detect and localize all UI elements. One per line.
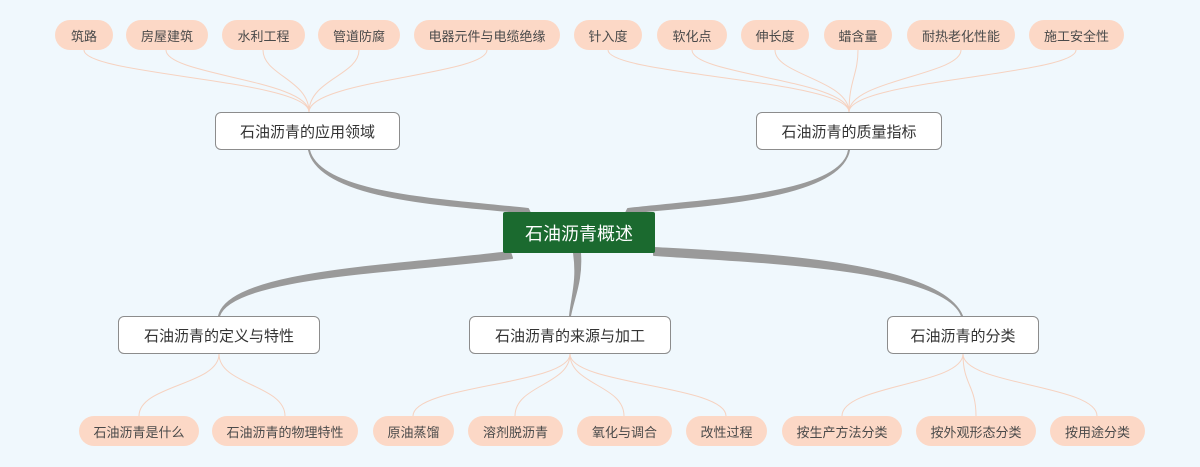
leaf-topic[interactable]: 按外观形态分类 <box>916 416 1036 446</box>
link-leaf <box>165 49 310 113</box>
leaf-topic[interactable]: 房屋建筑 <box>126 20 208 50</box>
leaf-topic[interactable]: 电器元件与电缆绝缘 <box>414 20 560 50</box>
link-leaf <box>218 353 286 417</box>
link-leaf <box>774 49 850 113</box>
branch-application[interactable]: 石油沥青的应用领域 <box>215 112 400 150</box>
link-root-definition <box>218 251 513 317</box>
leaf-topic[interactable]: 改性过程 <box>686 416 767 446</box>
root-topic[interactable]: 石油沥青概述 <box>503 212 655 253</box>
leaf-topic[interactable]: 针入度 <box>574 20 642 50</box>
link-leaf <box>83 49 310 113</box>
leaf-topic[interactable]: 石油沥青是什么 <box>79 416 199 446</box>
link-leaf <box>412 353 571 417</box>
leaf-topic[interactable]: 蜡含量 <box>824 20 892 50</box>
link-root-classification <box>653 247 963 317</box>
leaf-topic[interactable]: 筑路 <box>55 20 113 50</box>
branch-definition[interactable]: 石油沥青的定义与特性 <box>118 316 320 354</box>
leaf-topic[interactable]: 氧化与调合 <box>577 416 672 446</box>
link-leaf <box>848 49 859 113</box>
link-leaf <box>514 353 571 417</box>
branch-source[interactable]: 石油沥青的来源与加工 <box>469 316 671 354</box>
link-leaf <box>308 49 488 113</box>
leaf-topic[interactable]: 伸长度 <box>741 20 809 50</box>
link-leaf <box>262 49 310 113</box>
leaf-topic[interactable]: 施工安全性 <box>1029 20 1124 50</box>
link-root-source <box>569 252 582 317</box>
leaf-topic[interactable]: 软化点 <box>657 20 727 50</box>
link-root-application <box>308 149 531 214</box>
link-leaf <box>569 353 625 417</box>
link-leaf <box>848 49 1077 113</box>
leaf-topic[interactable]: 石油沥青的物理特性 <box>212 416 358 446</box>
link-leaf <box>308 49 360 113</box>
link-leaf <box>962 353 1098 417</box>
link-root-quality <box>625 149 850 214</box>
link-leaf <box>607 49 850 113</box>
leaf-topic[interactable]: 管道防腐 <box>318 20 400 50</box>
leaf-topic[interactable]: 溶剂脱沥青 <box>468 416 563 446</box>
leaf-topic[interactable]: 按用途分类 <box>1050 416 1145 446</box>
branch-quality[interactable]: 石油沥青的质量指标 <box>756 112 942 150</box>
leaf-topic[interactable]: 原油蒸馏 <box>373 416 454 446</box>
link-leaf <box>841 353 964 417</box>
link-leaf <box>691 49 850 113</box>
link-leaf <box>962 353 977 417</box>
leaf-topic[interactable]: 水利工程 <box>222 20 305 50</box>
leaf-topic[interactable]: 耐热老化性能 <box>907 20 1015 50</box>
link-leaf <box>138 353 220 417</box>
link-leaf <box>848 49 962 113</box>
leaf-topic[interactable]: 按生产方法分类 <box>782 416 902 446</box>
branch-classification[interactable]: 石油沥青的分类 <box>887 316 1039 354</box>
link-leaf <box>569 353 727 417</box>
